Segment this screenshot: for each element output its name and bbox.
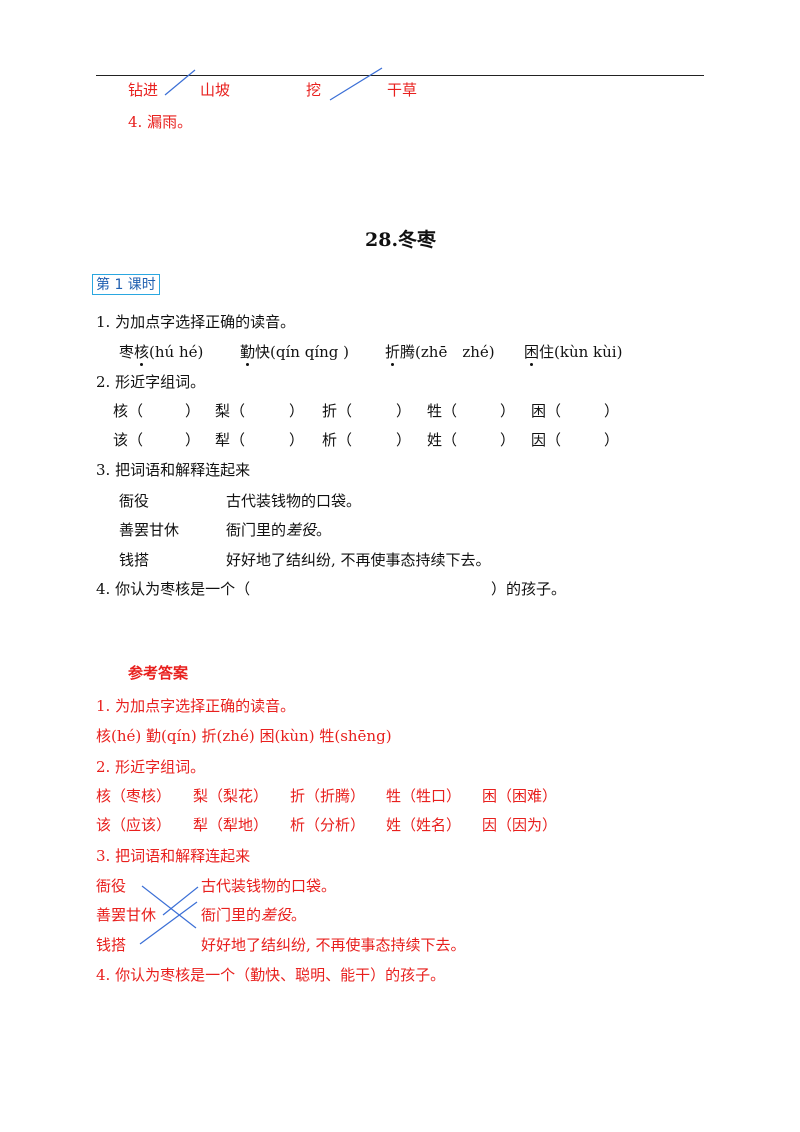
q2-r1-c4-open: 牲（: [427, 402, 458, 420]
a1-line: 核(hé) 勤(qín) 折(zhé) 困(kùn) 牲(shēng): [96, 727, 392, 745]
q2-r1-c3-close: ）: [396, 402, 412, 420]
a2-r2-2: 犁（犁地）: [193, 816, 269, 834]
lesson-badge: 第 1 课时: [92, 274, 160, 295]
q2-r1-c5-close: ）: [604, 402, 620, 420]
q2-r2-c5-open: 因（: [531, 431, 562, 449]
q2-r2-c1-open: 该（: [113, 431, 144, 449]
q1-item-1: 枣核(hú hé): [119, 343, 204, 361]
q3-left-2: 善罢甘休: [119, 521, 180, 539]
a2-r2-5: 因（因为）: [482, 816, 558, 834]
a3-right-1: 古代装钱物的口袋。: [201, 877, 337, 895]
answers-heading: 参考答案: [128, 664, 189, 682]
q2-r2-c2-close: ）: [289, 431, 305, 449]
a3-left-3: 钱搭: [96, 936, 127, 954]
a3-left-1: 衙役: [96, 877, 127, 895]
a2-r1-3: 折（折腾）: [290, 787, 366, 805]
a3-right-3: 好好地了结纠纷, 不再使事态持续下去。: [201, 936, 466, 954]
q3-prompt: 3. 把词语和解释连起来: [96, 461, 251, 479]
q2-r1-c4-close: ）: [500, 402, 516, 420]
q2-r2-c2-open: 犁（: [215, 431, 246, 449]
lesson-title: 28.冬枣: [365, 229, 437, 251]
q1-item-4: 困住(kùn kùi): [524, 343, 623, 361]
q2-prompt: 2. 形近字组词。: [96, 373, 206, 391]
top-match-right-1: 山坡: [200, 81, 231, 99]
a3-prompt: 3. 把词语和解释连起来: [96, 847, 251, 865]
q1-item-3: 折腾(zhē zhé): [385, 343, 495, 361]
q2-r1-c3-open: 折（: [322, 402, 353, 420]
a2-r2-4: 姓（姓名）: [386, 816, 462, 834]
q2-r1-c2-close: ）: [289, 402, 305, 420]
q3-right-1: 古代装钱物的口袋。: [226, 492, 362, 510]
q2-r2-c4-open: 姓（: [427, 431, 458, 449]
q3-left-1: 衙役: [119, 492, 150, 510]
q2-r1-c1-open: 核（: [113, 402, 144, 420]
a3-connector-2: [162, 886, 199, 916]
q1-prompt: 1. 为加点字选择正确的读音。: [96, 313, 296, 331]
top-answer-item4: 4. 漏雨。: [128, 113, 193, 131]
q2-r2-c5-close: ）: [604, 431, 620, 449]
q2-r1-c2-open: 梨（: [215, 402, 246, 420]
top-match-left-1: 钻进: [128, 81, 159, 99]
a2-prompt: 2. 形近字组词。: [96, 758, 206, 776]
a1-prompt: 1. 为加点字选择正确的读音。: [96, 697, 296, 715]
q2-r1-c1-close: ）: [185, 402, 201, 420]
top-connector-1: [164, 69, 196, 96]
q4-prompt-start: 4. 你认为枣核是一个（: [96, 580, 251, 598]
top-rule: [96, 75, 704, 76]
q3-right-3: 好好地了结纠纷, 不再使事态持续下去。: [226, 551, 491, 569]
q2-r2-c1-close: ）: [185, 431, 201, 449]
a2-r1-2: 梨（梨花）: [193, 787, 269, 805]
a2-r1-4: 牲（牲口）: [386, 787, 462, 805]
a3-right-2: 衙门里的差役。: [201, 906, 307, 924]
q2-r2-c3-open: 析（: [322, 431, 353, 449]
a2-r2-1: 该（应该）: [96, 816, 172, 834]
q2-r2-c3-close: ）: [396, 431, 412, 449]
a3-left-2: 善罢甘休: [96, 906, 157, 924]
q1-item-2: 勤快(qín qíng ): [240, 343, 349, 361]
top-connector-2: [329, 67, 383, 101]
a2-r1-5: 困（困难）: [482, 787, 558, 805]
q2-r1-c5-open: 困（: [531, 402, 562, 420]
q2-r2-c4-close: ）: [500, 431, 516, 449]
top-match-right-2: 干草: [387, 81, 418, 99]
top-match-left-2: 挖: [306, 81, 322, 99]
q3-right-2: 衙门里的差役。: [226, 521, 332, 539]
a2-r2-3: 析（分析）: [290, 816, 366, 834]
a4-line: 4. 你认为枣核是一个（勤快、聪明、能干）的孩子。: [96, 966, 446, 984]
a2-r1-1: 核（枣核）: [96, 787, 172, 805]
q4-prompt-end: ）的孩子。: [491, 580, 567, 598]
q3-left-3: 钱搭: [119, 551, 150, 569]
